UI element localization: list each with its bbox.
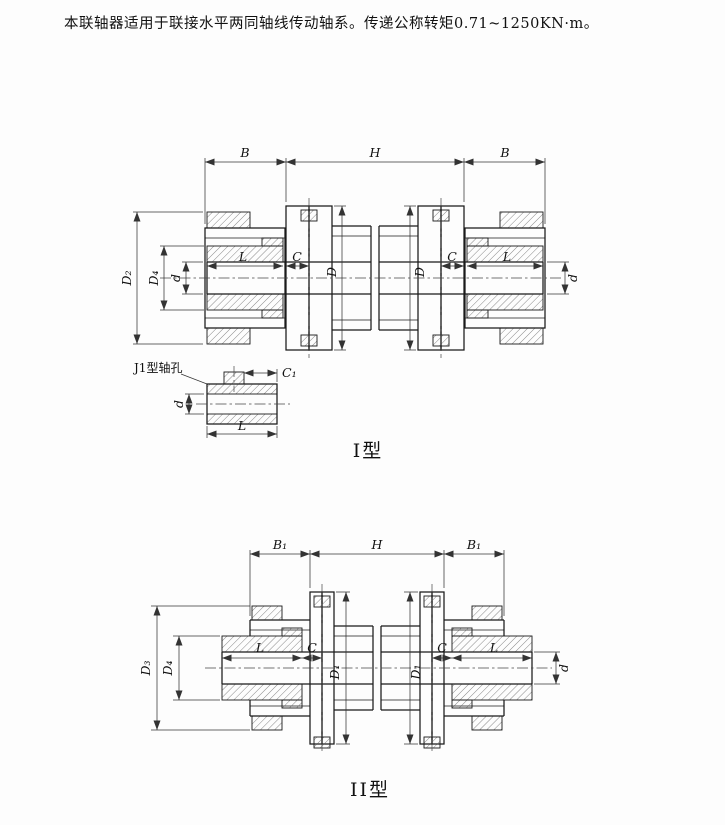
type1-detail-label-d: d [171,400,186,408]
type2-dim-label-d-right: d [556,664,571,672]
type1-dim-label-H: H [369,145,382,160]
type1-dim-label-B-left: B [239,145,249,160]
type2-centerlines [205,584,552,752]
type2-dim-label-C-right: C [437,640,447,655]
type1-dim-label-L-right: L [502,249,511,264]
type1-caption: I型 [353,440,384,462]
type1-dim-label-d-right: d [565,274,580,282]
type1-dim-label-D4: D₄ [146,270,161,286]
type1-dim-label-D-right: D [412,267,427,278]
type1-dim-label-D2: D₂ [119,270,134,286]
type2-dim-label-H: H [371,537,384,552]
type1-assembly-drawing: B H B D₂ D₄ d L C D D C L d [119,145,580,462]
type2-dim-label-D4: D₄ [160,660,175,676]
type1-detail-label-C1: C₁ [282,365,297,380]
type1-dimension-lines [133,158,569,351]
type1-detail-label-L: L [237,418,246,433]
type1-dim-label-C-right: C [447,249,457,264]
type2-dim-label-D3: D₃ [138,660,153,676]
type2-assembly-drawing: B₁ H B₁ D₃ D₄ L C D₁ D₁ C L d II型 [138,537,571,801]
type2-caption: II型 [350,779,390,801]
type2-dim-label-D1-right: D₁ [408,664,423,680]
type1-j1-bore-detail [180,366,290,438]
type2-dim-label-L-right: L [489,640,498,655]
type2-dim-label-L-left: L [255,640,264,655]
type2-dimension-lines [151,550,560,745]
type2-left-half-coupling [221,591,335,749]
type1-detail-title: J1型轴孔 [132,360,182,375]
type2-dim-label-D1-left: D₁ [327,664,342,680]
type1-right-half-coupling [417,205,546,351]
type1-dim-label-B-right: B [499,145,509,160]
type2-dim-label-B1-right: B₁ [466,537,481,552]
coupling-description-text: 本联轴器适用于联接水平两同轴线传动轴系。传递公称转矩0.71~1250KN·m。 [64,16,599,32]
type2-dim-label-C-left: C [307,640,317,655]
type1-dim-label-C-left: C [292,249,302,264]
type2-right-half-coupling [419,591,533,749]
type1-dim-label-D-left: D [324,267,339,278]
type2-dim-label-B1-left: B₁ [272,537,287,552]
type1-dim-label-L-left: L [238,249,247,264]
type1-centerlines [160,198,562,358]
type1-dim-label-d-left: d [168,274,183,282]
